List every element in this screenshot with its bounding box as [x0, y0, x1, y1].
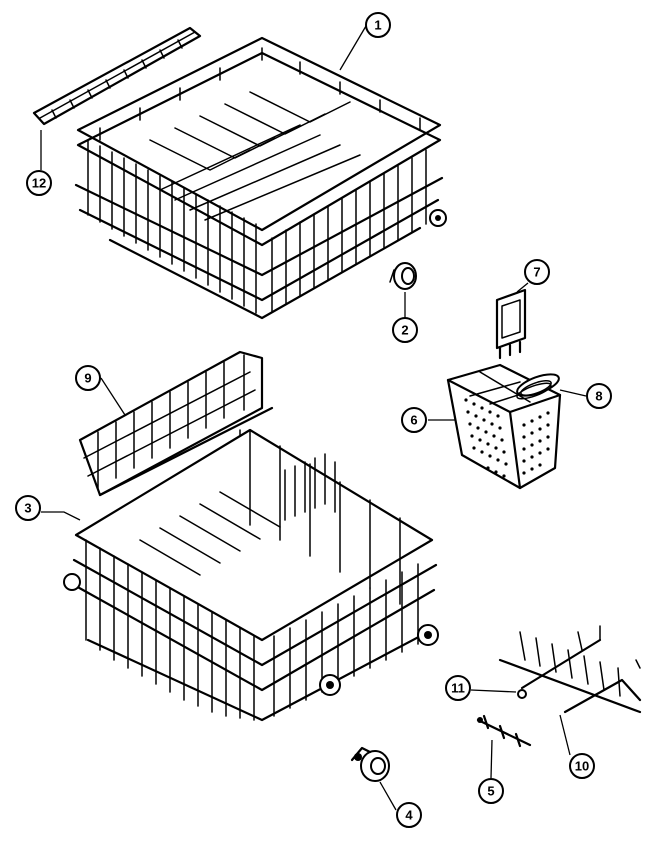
callout-9: 9	[75, 365, 101, 391]
silverware-basket	[446, 363, 562, 490]
svg-text:8: 8	[595, 389, 602, 404]
callout-11: 11	[445, 675, 471, 701]
svg-text:3: 3	[24, 501, 31, 516]
lower-rack-wheel	[350, 746, 390, 782]
upper-rack-roller	[389, 262, 417, 290]
callout-4: 4	[396, 802, 422, 828]
tine-row-pivot	[517, 689, 527, 699]
callout-5: 5	[478, 778, 504, 804]
callout-2: 2	[392, 317, 418, 343]
svg-text:4: 4	[405, 808, 413, 823]
basket-cover	[495, 288, 527, 360]
fold-down-rack	[78, 350, 274, 497]
svg-text:10: 10	[575, 759, 589, 774]
svg-text:9: 9	[84, 371, 91, 386]
upper-rack	[74, 36, 447, 320]
lower-rack	[63, 428, 439, 722]
svg-text:6: 6	[410, 413, 417, 428]
svg-text:2: 2	[401, 323, 408, 338]
callout-10: 10	[569, 753, 595, 779]
callout-8: 8	[586, 383, 612, 409]
callout-7: 7	[524, 259, 550, 285]
basket-clip	[516, 373, 560, 400]
callout-12: 12	[26, 170, 52, 196]
leader-lines	[40, 25, 587, 811]
svg-text:5: 5	[487, 784, 494, 799]
svg-text:7: 7	[533, 265, 540, 280]
callout-6: 6	[401, 407, 427, 433]
tine-row	[498, 625, 642, 714]
svg-text:12: 12	[32, 176, 46, 191]
callout-1: 1	[365, 12, 391, 38]
rack-side-strip	[32, 26, 202, 126]
svg-text:1: 1	[374, 18, 381, 33]
tine-clip	[476, 714, 532, 748]
callout-3: 3	[15, 495, 41, 521]
svg-text:11: 11	[451, 681, 465, 696]
